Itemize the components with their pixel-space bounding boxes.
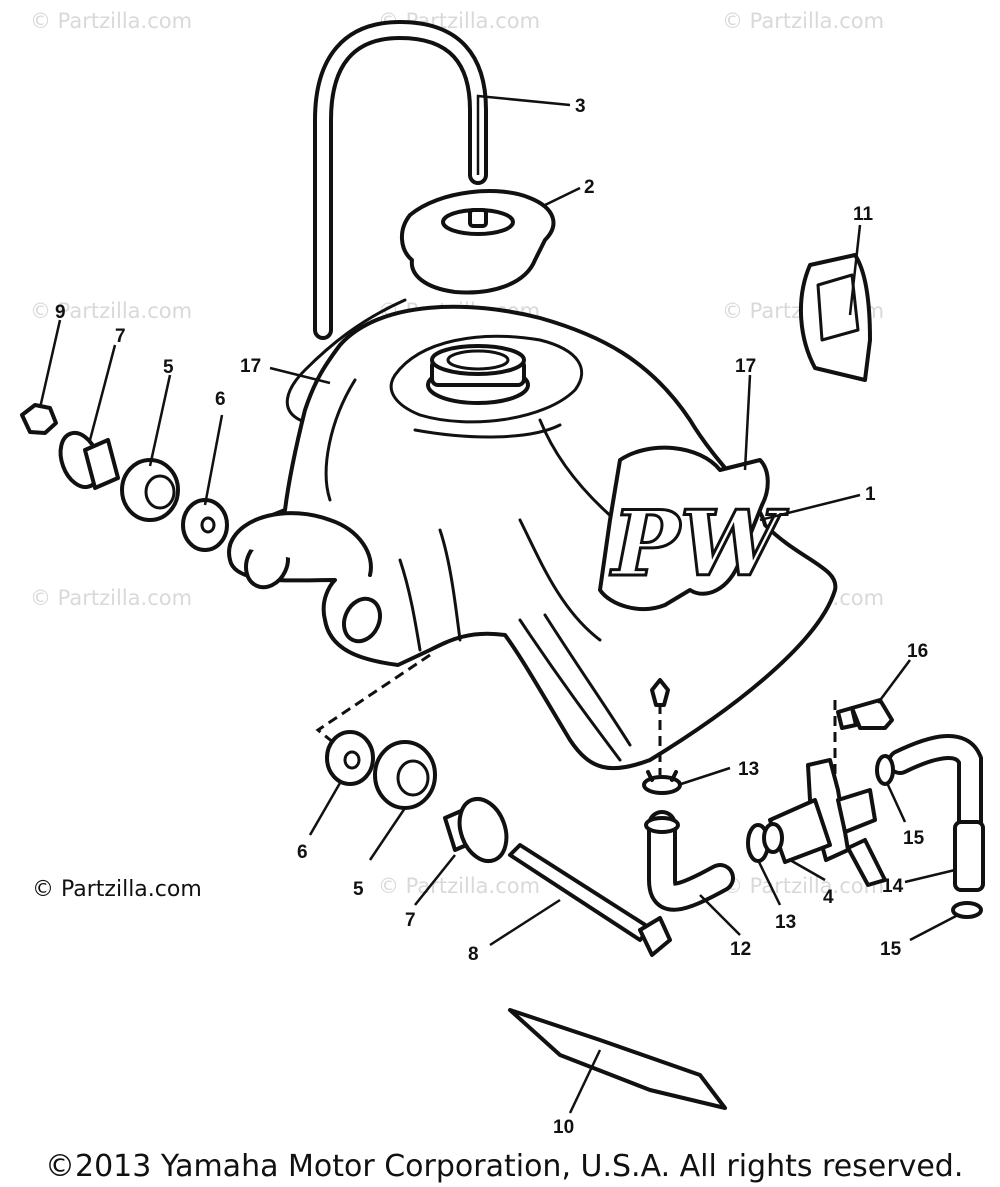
callout-label: 7 [115,326,126,347]
bolt [508,843,672,957]
callout-label: 7 [405,910,416,931]
callout-label: 10 [553,1117,574,1138]
callout-label: 5 [163,357,174,378]
callout-label: 14 [882,876,904,897]
callout-label: 16 [907,641,928,662]
callout-label: 13 [738,759,759,780]
callout-label: 11 [853,204,874,225]
fuel-cock [762,758,887,887]
callout-label: 2 [584,177,595,198]
tank-logo: PW [598,445,790,611]
callout-label: 15 [880,939,902,960]
watermark: © Partzilla.com [30,9,192,33]
callout-label: 17 [240,356,261,377]
watermark: © Partzilla.com [30,586,192,610]
watermark: © Partzilla.com [722,874,884,898]
callout-label: 4 [823,887,834,908]
fuel-cap [400,189,556,295]
callout-label: 15 [903,828,925,849]
fuel-pipe [644,810,735,912]
copyright-notice: ©2013 Yamaha Motor Corporation, U.S.A. A… [45,1149,963,1184]
leader-lines [38,94,959,1114]
callout-label: 6 [215,389,226,410]
callout-label: 17 [735,356,756,377]
fuel-tank [227,298,838,771]
callout-label: 6 [297,842,308,863]
watermark: © Partzilla.com [722,9,884,33]
watermark: © Partzilla.com [30,299,192,323]
callout-label: 3 [575,96,586,117]
clip [875,754,983,919]
callout-label: 1 [865,484,876,505]
callout-label: 8 [468,944,479,965]
centerline [315,653,431,754]
tank-logo-text: PW [609,491,789,597]
upper-mount-stack [20,403,229,552]
callout-label: 9 [55,302,66,323]
breather-hose [313,19,488,340]
watermark: © Partzilla.com [378,874,540,898]
watermark-dark: © Partzilla.com [32,877,202,902]
filler-neck [426,344,530,405]
callout-label: 13 [775,912,796,933]
lower-mount-stack [325,730,509,863]
callout-label: 12 [730,939,751,960]
damper-strip [508,1008,727,1110]
emblem [799,253,872,382]
callout-label: 5 [353,879,364,900]
hose [887,734,985,892]
callouts: 1 2 3 4 5 5 6 6 7 7 8 9 10 11 12 13 13 1… [55,96,928,1138]
screw [836,698,894,730]
